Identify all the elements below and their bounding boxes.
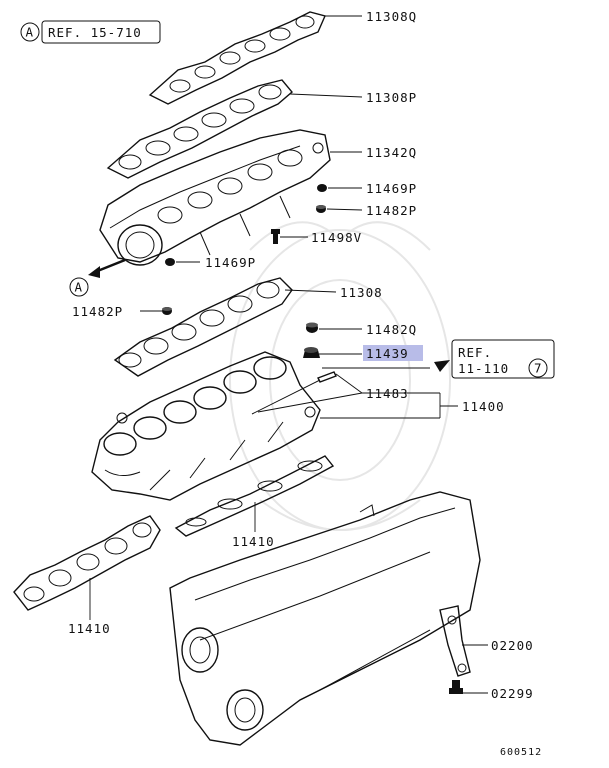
label-11469p-b[interactable]: 11469P bbox=[205, 255, 256, 270]
label-02200[interactable]: 02200 bbox=[491, 638, 534, 653]
label-11400[interactable]: 11400 bbox=[462, 399, 505, 414]
ref-b-num: 7 bbox=[534, 361, 543, 376]
watermark bbox=[229, 221, 451, 531]
engine-head bbox=[169, 491, 481, 746]
label-11308[interactable]: 11308 bbox=[340, 285, 383, 300]
arrow-a[interactable]: A bbox=[69, 258, 126, 297]
label-11483[interactable]: 11483 bbox=[366, 386, 409, 401]
highlight-11439 bbox=[363, 345, 423, 361]
label-11498v[interactable]: 11498V bbox=[311, 230, 362, 245]
ref-a-text: REF. 15-710 bbox=[48, 25, 142, 40]
bracket-02200 bbox=[439, 605, 471, 677]
gasket-11410-a bbox=[13, 515, 161, 611]
label-02299[interactable]: 02299 bbox=[491, 686, 534, 701]
gasket-11308q bbox=[148, 11, 326, 105]
nut-11439 bbox=[303, 347, 320, 358]
ref-a-callout[interactable]: A REF. 15-710 bbox=[20, 20, 161, 44]
label-11482p-a[interactable]: 11482P bbox=[366, 203, 417, 218]
label-11308p[interactable]: 11308P bbox=[366, 90, 417, 105]
label-11342q[interactable]: 11342Q bbox=[366, 145, 417, 160]
ref-b-text2: 11-110 bbox=[458, 361, 509, 376]
ref-a-letter: A bbox=[26, 25, 35, 40]
bolt-11498v bbox=[271, 229, 280, 244]
part-labels: 11308Q 11308P 11342Q 11469P 11482P 11498… bbox=[68, 9, 534, 701]
washer-11482q bbox=[306, 322, 318, 333]
label-11469p-a[interactable]: 11469P bbox=[366, 181, 417, 196]
gasket-11410-b bbox=[174, 455, 335, 537]
lower-intake-11400 bbox=[91, 351, 321, 501]
label-11410-b[interactable]: 11410 bbox=[232, 534, 275, 549]
nut-11469p-a bbox=[317, 184, 327, 192]
label-11439[interactable]: 11439 bbox=[366, 346, 409, 361]
label-11410-a[interactable]: 11410 bbox=[68, 621, 111, 636]
ref-b-callout[interactable]: REF. 11-110 7 bbox=[451, 339, 555, 379]
stud-11483 bbox=[251, 371, 337, 415]
washer-11482p-b bbox=[162, 307, 172, 315]
label-11482q[interactable]: 11482Q bbox=[366, 322, 417, 337]
label-11308q[interactable]: 11308Q bbox=[366, 9, 417, 24]
upper-intake-11342q bbox=[99, 129, 331, 266]
arrow-a-letter: A bbox=[75, 280, 84, 295]
gasket-11308 bbox=[113, 277, 293, 377]
gasket-11308p bbox=[106, 79, 293, 179]
nut-11469p-b bbox=[165, 258, 175, 266]
leader-lines bbox=[89, 15, 488, 694]
diagram-id: 600512 bbox=[500, 747, 542, 758]
ref-b-text1: REF. bbox=[458, 345, 492, 360]
bolt-02299 bbox=[449, 680, 463, 694]
washer-11482p-a bbox=[316, 205, 326, 213]
label-11482p-b[interactable]: 11482P bbox=[72, 304, 123, 319]
